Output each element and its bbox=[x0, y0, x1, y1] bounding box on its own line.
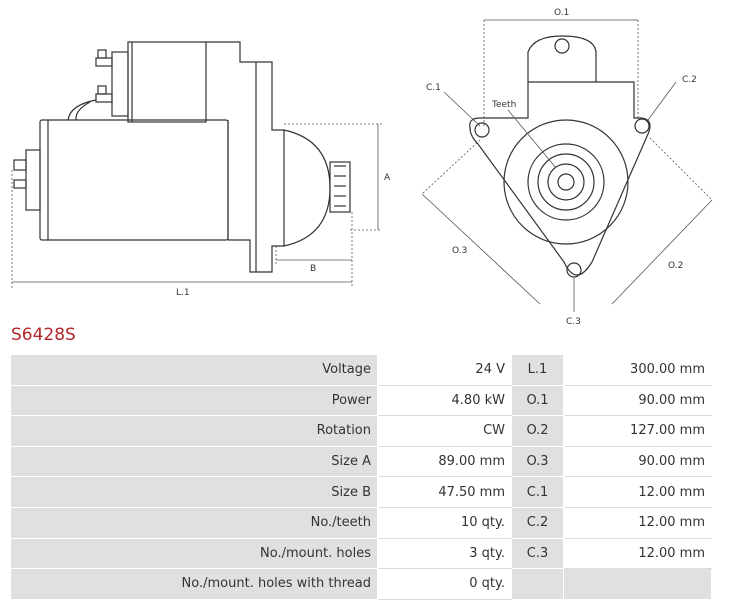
dimension-value: 300.00 mm bbox=[563, 354, 712, 386]
dimension-code: C.2 bbox=[511, 506, 564, 539]
spec-value: 0 qty. bbox=[377, 568, 512, 600]
dim-label-c1: C.1 bbox=[426, 83, 441, 93]
dim-label-b: B bbox=[310, 264, 316, 274]
dimension-value bbox=[563, 568, 712, 600]
spec-value: 4.80 kW bbox=[377, 384, 512, 417]
dim-label-o2: O.2 bbox=[668, 261, 683, 271]
dimension-value: 127.00 mm bbox=[563, 415, 712, 447]
table-row: Size B 47.50 mm C.1 12.00 mm bbox=[10, 476, 712, 508]
dim-label-o3: O.3 bbox=[452, 246, 467, 256]
dimension-code: O.3 bbox=[511, 445, 564, 478]
dimension-value: 12.00 mm bbox=[563, 506, 712, 539]
spec-value: 89.00 mm bbox=[377, 445, 512, 478]
dimension-value: 90.00 mm bbox=[563, 384, 712, 417]
front-view bbox=[469, 35, 651, 278]
dim-label-c2: C.2 bbox=[682, 75, 697, 85]
dim-label-o1: O.1 bbox=[554, 8, 569, 18]
dimension-code bbox=[511, 568, 564, 600]
table-row: Power 4.80 kW O.1 90.00 mm bbox=[10, 384, 712, 417]
side-view bbox=[13, 41, 351, 273]
spec-label: Size B bbox=[10, 476, 378, 508]
spec-label: No./teeth bbox=[10, 506, 378, 539]
spec-label: Power bbox=[10, 384, 378, 417]
spec-label: Voltage bbox=[10, 354, 378, 386]
dimension-code: C.1 bbox=[511, 476, 564, 508]
table-row: No./mount. holes with thread 0 qty. bbox=[10, 568, 712, 600]
spec-label: No./mount. holes bbox=[10, 537, 378, 570]
dimension-code: O.2 bbox=[511, 415, 564, 447]
spec-value: CW bbox=[377, 415, 512, 447]
table-row: No./mount. holes 3 qty. C.3 12.00 mm bbox=[10, 537, 712, 570]
dimension-value: 90.00 mm bbox=[563, 445, 712, 478]
technical-drawing: L.1 A B O.1 O.3 O.2 C.1 C.2 C.3 Teeth bbox=[11, 8, 713, 325]
dimension-code: C.3 bbox=[511, 537, 564, 570]
teeth-label: Teeth bbox=[491, 100, 516, 110]
dimension-value: 12.00 mm bbox=[563, 476, 712, 508]
dimension-code: O.1 bbox=[511, 384, 564, 417]
spec-value: 10 qty. bbox=[377, 506, 512, 539]
dim-label-a: A bbox=[384, 173, 391, 183]
spec-value: 47.50 mm bbox=[377, 476, 512, 508]
spec-table: Voltage 24 V L.1 300.00 mm Power 4.80 kW… bbox=[10, 354, 712, 600]
front-view-dimensions bbox=[421, 19, 713, 312]
side-view-dimensions bbox=[11, 123, 382, 288]
spec-value: 3 qty. bbox=[377, 537, 512, 570]
spec-label: Rotation bbox=[10, 415, 378, 447]
dimension-value: 12.00 mm bbox=[563, 537, 712, 570]
table-row: Voltage 24 V L.1 300.00 mm bbox=[10, 354, 712, 386]
spec-value: 24 V bbox=[377, 354, 512, 386]
dimension-code: L.1 bbox=[511, 354, 564, 386]
dim-label-l1: L.1 bbox=[176, 288, 190, 298]
spec-label: Size A bbox=[10, 445, 378, 478]
dim-label-c3: C.3 bbox=[566, 317, 581, 325]
table-row: Rotation CW O.2 127.00 mm bbox=[10, 415, 712, 447]
table-row: Size A 89.00 mm O.3 90.00 mm bbox=[10, 445, 712, 478]
spec-label: No./mount. holes with thread bbox=[10, 568, 378, 600]
table-row: No./teeth 10 qty. C.2 12.00 mm bbox=[10, 506, 712, 539]
part-number-title: S6428S bbox=[11, 325, 76, 345]
